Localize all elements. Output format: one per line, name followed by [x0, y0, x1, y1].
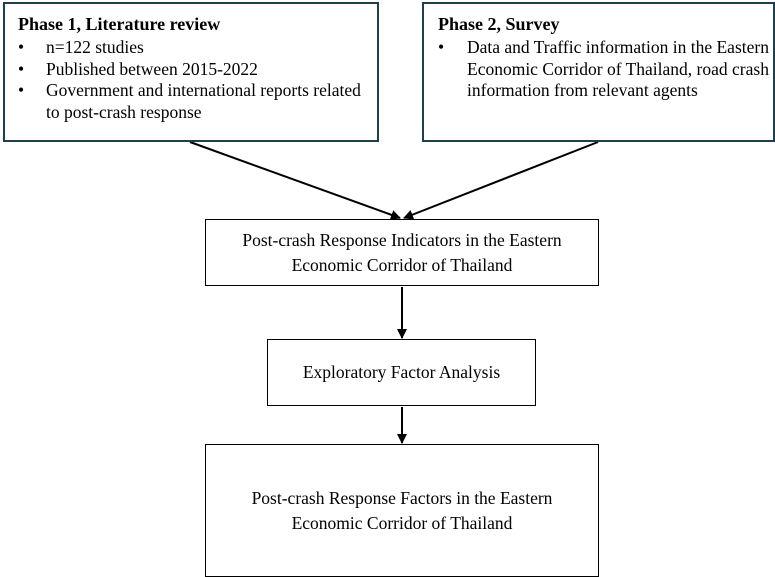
factors-box: Post-crash Response Factors in the Easte…: [205, 444, 599, 577]
phase1-item: • Government and international reports re…: [18, 80, 377, 123]
phase1-title: Phase 1, Literature review: [18, 14, 221, 34]
phase1-item: • n=122 studies: [18, 37, 377, 59]
phase2-box: Phase 2, Survey • Data and Traffic inform…: [422, 2, 775, 142]
bullet-icon: •: [18, 80, 25, 100]
efa-text: Exploratory Factor Analysis: [302, 362, 501, 382]
phase1-box: Phase 1, Literature review • n=122 studie…: [3, 2, 379, 142]
phase2-item: • Data and Traffic information in the Eas…: [438, 37, 773, 102]
bullet-icon: •: [438, 37, 445, 57]
phase1-bullet-list: • n=122 studies • Published between 2015-2…: [18, 37, 377, 123]
efa-box: Exploratory Factor Analysis: [267, 339, 536, 406]
phase2-bullet-list: • Data and Traffic information in the Eas…: [438, 37, 773, 102]
phase1-item-text: Published between 2015-2022: [46, 58, 258, 79]
bullet-icon: •: [18, 58, 25, 79]
arrow-phase2-to-indicators: [403, 141, 599, 220]
factors-text: Post-crash Response Factors in the Easte…: [251, 487, 553, 533]
indicators-box: Post-crash Response Indicators in the Ea…: [205, 219, 599, 286]
phase1-item: • Published between 2015-2022: [18, 59, 377, 81]
bullet-icon: •: [18, 37, 25, 57]
phase1-item-text: n=122 studies: [46, 37, 144, 57]
arrow-phase1-to-indicators: [189, 141, 401, 220]
indicators-text: Post-crash Response Indicators in the Ea…: [242, 229, 562, 275]
phase2-item-text: Data and Traffic information in the East…: [467, 37, 769, 100]
phase1-item-text: Government and international reports rel…: [46, 80, 361, 122]
phase2-title: Phase 2, Survey: [438, 14, 560, 34]
